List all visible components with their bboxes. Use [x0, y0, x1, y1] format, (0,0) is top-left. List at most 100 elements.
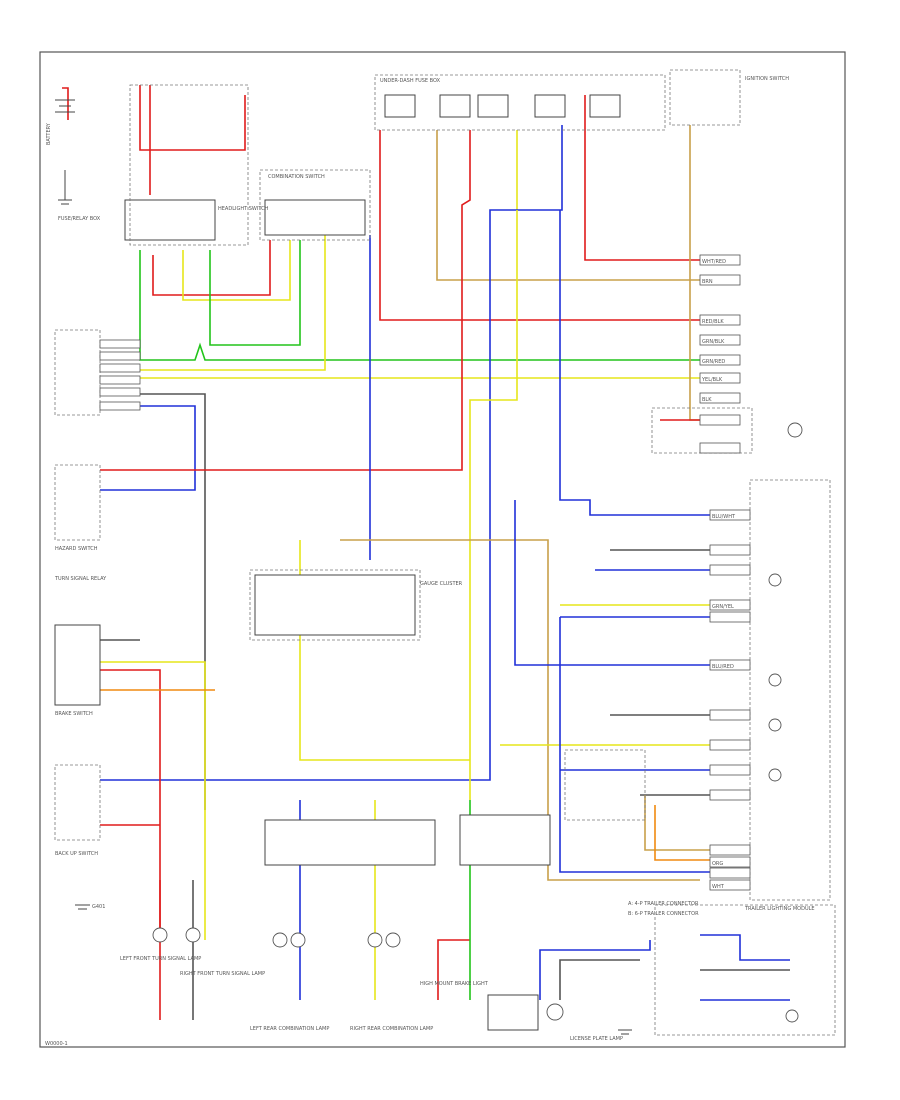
right-front-lamp — [185, 927, 201, 943]
label-fuse-relay-box: FUSE/RELAY BOX — [58, 216, 101, 222]
label-trailer-a: A: 4-P TRAILER CONNECTOR — [628, 901, 699, 907]
combination-switch — [264, 199, 366, 236]
bottom-fuse-box-2 — [459, 814, 551, 866]
wire-red-right — [584, 95, 700, 261]
wire-brn-top — [436, 130, 700, 281]
fuse-c — [477, 94, 509, 118]
license-lamp — [546, 1003, 564, 1021]
label-layer: BATTERY FUSE/RELAY BOX HEADLIGHT SWITCH … — [45, 76, 815, 1047]
label-left-front-lamp: LEFT FRONT TURN SIGNAL LAMP — [120, 956, 201, 962]
trailer-lamp — [785, 1009, 799, 1023]
right-lamp-1 — [787, 422, 803, 438]
label-battery: BATTERY — [46, 122, 52, 145]
fuse-relay-box — [124, 199, 216, 241]
wire-red-1 — [139, 85, 246, 151]
wire-blu-vert-2 — [559, 210, 575, 501]
label-license-lamp: LICENSE PLATE LAMP — [570, 1036, 623, 1042]
wire-label-blk: BLK — [702, 397, 712, 403]
wire-label-yel-blk: YEL/BLK — [701, 377, 723, 383]
wire-brn-loop — [340, 539, 700, 881]
label-combination-switch: COMBINATION SWITCH — [268, 174, 325, 180]
wire-blu-r1 — [575, 499, 750, 516]
component-layer — [54, 69, 836, 1036]
wire-label-grn-yel: GRN/YEL — [712, 604, 734, 610]
label-headlight-switch: HEADLIGHT SWITCH — [218, 206, 269, 212]
wire-blu-1 — [100, 405, 196, 491]
bottom-fuse-box — [264, 819, 436, 866]
wire-blu-fuse — [100, 125, 563, 781]
under-dash-fuse-box — [374, 74, 666, 131]
label-backup-switch: BACK UP SWITCH — [55, 851, 98, 857]
label-right-rear-lamp: RIGHT REAR COMBINATION LAMP — [350, 1026, 433, 1032]
wire-red-fuse-2 — [100, 130, 471, 471]
label-trailer-b: B: 6-P TRAILER CONNECTOR — [628, 911, 699, 917]
right-switch-cluster — [564, 749, 646, 821]
wire-yel-2 — [100, 235, 326, 371]
right-rear-lamp — [367, 932, 383, 948]
label-right-front-lamp: RIGHT FRONT TURN SIGNAL LAMP — [180, 971, 265, 977]
wire-blu-trailer — [700, 934, 790, 961]
wire-red-3 — [152, 240, 271, 296]
wire-blu-r4 — [514, 500, 750, 666]
wire-brn-right — [689, 125, 700, 421]
wire-red-bottom-2 — [437, 939, 470, 1000]
fuse-relay-box-dashed — [129, 84, 249, 246]
wire-yel-vert — [469, 210, 518, 800]
wire-label-wht-red: WHT/RED — [702, 259, 726, 265]
fuse-e — [589, 94, 621, 118]
left-front-lamp — [152, 927, 168, 943]
gauge-cluster — [254, 574, 416, 636]
ground-symbol-left — [75, 904, 90, 910]
hazard-switch — [54, 464, 101, 541]
label-turn-signal-relay: TURN SIGNAL RELAY — [54, 576, 107, 582]
left-connector-stack — [54, 329, 101, 416]
wire-brn-r2 — [644, 795, 750, 851]
right-lamp-5 — [768, 768, 782, 782]
fuse-a — [384, 94, 416, 118]
wire-blk-bottom-2 — [559, 959, 640, 1000]
wire-label-brn: BRN — [702, 279, 713, 285]
label-hazard-switch: HAZARD SWITCH — [55, 546, 98, 552]
left-rear-lamp — [272, 932, 288, 948]
ground-symbol-right — [618, 1029, 632, 1035]
right-rear-lamp-2 — [385, 932, 401, 948]
wire-red-left-mid — [100, 669, 161, 940]
wire-blu-r6 — [559, 617, 750, 873]
diagram-frame — [39, 51, 846, 1048]
wire-blk-1 — [100, 393, 206, 810]
page-ref: W0000-1 — [45, 1041, 68, 1047]
wire-yel-loop — [299, 540, 470, 761]
right-lamp-4 — [768, 718, 782, 732]
wire-yel-1 — [182, 240, 291, 301]
backup-switch — [54, 764, 101, 841]
high-mount-brake — [487, 994, 539, 1031]
label-high-mount-brake: HIGH MOUNT BRAKE LIGHT — [420, 981, 489, 987]
right-lamp-3 — [768, 673, 782, 687]
label-left-rear-lamp: LEFT REAR COMBINATION LAMP — [250, 1026, 329, 1032]
gauge-cluster-outline — [249, 569, 421, 641]
label-gauge-cluster: GAUGE CLUSTER — [420, 581, 463, 587]
fuse-b — [439, 94, 471, 118]
trailer-module — [654, 904, 836, 1036]
right-lamps-column — [749, 479, 831, 901]
battery-symbol — [55, 99, 75, 205]
wire-label-grn-red: GRN/RED — [702, 359, 725, 365]
label-ground: G401 — [92, 904, 105, 910]
wire-tags — [99, 254, 751, 891]
right-lamp-2 — [768, 573, 782, 587]
wire-blu-bottom-2 — [539, 940, 651, 1000]
fuse-d — [534, 94, 566, 118]
wire-red-top-fuse — [379, 130, 700, 321]
wire-label-blu-wht: BLU/WHT — [712, 514, 736, 520]
wire-label-blu-red: BLU/RED — [712, 664, 734, 670]
wire-grn-2 — [209, 240, 301, 346]
left-rear-lamp-2 — [290, 932, 306, 948]
wire-label-grn-blk: GRN/BLK — [702, 339, 725, 345]
wire-grn-1 — [139, 250, 700, 361]
label-ignition-switch: IGNITION SWITCH — [745, 76, 789, 82]
wire-battery-feed — [62, 87, 69, 120]
combination-switch-outline — [259, 169, 371, 241]
turn-signal-relay — [54, 624, 101, 706]
wire-label-red-blk: RED/BLK — [702, 319, 724, 325]
